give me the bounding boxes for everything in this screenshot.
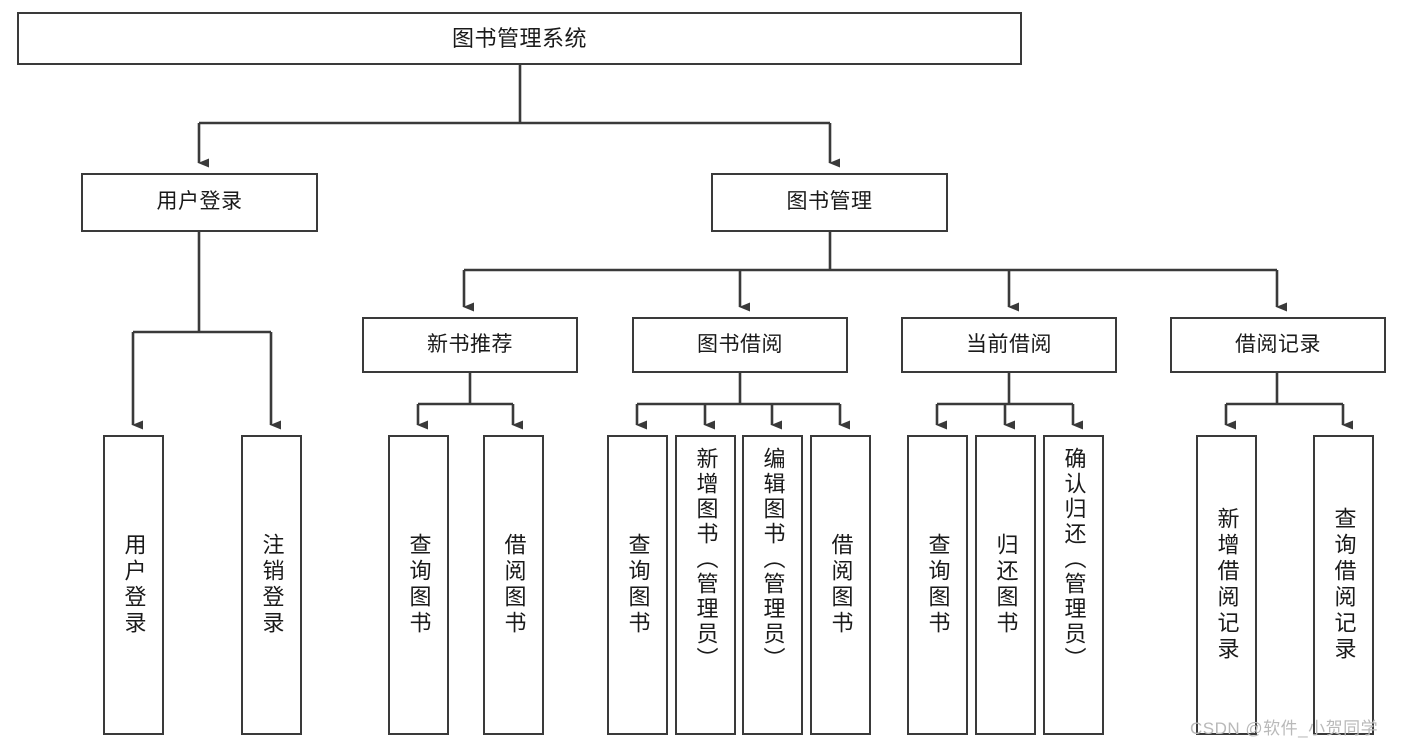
node-borrow-record[interactable]: 借阅记录 — [1170, 317, 1386, 373]
leaf-borrow-book-2-label: 借阅图书 — [828, 533, 854, 637]
node-new-book-recommend[interactable]: 新书推荐 — [362, 317, 578, 373]
leaf-logout-login-label: 注销登录 — [259, 533, 285, 637]
leaf-add-record[interactable]: 新增借阅记录 — [1196, 435, 1257, 735]
leaf-return-book[interactable]: 归还图书 — [975, 435, 1036, 735]
leaf-user-login[interactable]: 用户登录 — [103, 435, 164, 735]
leaf-confirm-return[interactable]: 确认归还（管理员） — [1043, 435, 1104, 735]
node-new-book-recommend-label: 新书推荐 — [427, 332, 513, 356]
leaf-query-record-label: 查询借阅记录 — [1331, 507, 1357, 663]
leaf-confirm-return-label: 确认归还（管理员） — [1061, 447, 1087, 672]
node-book-manage[interactable]: 图书管理 — [711, 173, 948, 232]
leaf-query-book-2[interactable]: 查询图书 — [607, 435, 668, 735]
node-current-borrow[interactable]: 当前借阅 — [901, 317, 1117, 373]
leaf-query-book-2-label: 查询图书 — [625, 533, 651, 637]
leaf-borrow-book-2[interactable]: 借阅图书 — [810, 435, 871, 735]
leaf-user-login-label: 用户登录 — [121, 533, 147, 637]
leaf-query-book-3[interactable]: 查询图书 — [907, 435, 968, 735]
watermark-text: CSDN @软件_小贺同学 — [1190, 719, 1379, 738]
leaf-query-record[interactable]: 查询借阅记录 — [1313, 435, 1374, 735]
node-current-borrow-label: 当前借阅 — [966, 332, 1052, 356]
leaf-borrow-book-1[interactable]: 借阅图书 — [483, 435, 544, 735]
node-borrow-record-label: 借阅记录 — [1235, 332, 1321, 356]
node-book-borrow[interactable]: 图书借阅 — [632, 317, 848, 373]
leaf-borrow-book-1-label: 借阅图书 — [501, 533, 527, 637]
node-user-login[interactable]: 用户登录 — [81, 173, 318, 232]
leaf-edit-book-label: 编辑图书（管理员） — [760, 447, 786, 672]
leaf-add-book[interactable]: 新增图书（管理员） — [675, 435, 736, 735]
node-user-login-label: 用户登录 — [156, 190, 243, 214]
node-root[interactable]: 图书管理系统 — [17, 12, 1022, 65]
leaf-return-book-label: 归还图书 — [993, 533, 1019, 637]
leaf-add-record-label: 新增借阅记录 — [1214, 507, 1240, 663]
leaf-query-book-1[interactable]: 查询图书 — [388, 435, 449, 735]
node-book-borrow-label: 图书借阅 — [697, 332, 783, 356]
leaf-edit-book[interactable]: 编辑图书（管理员） — [742, 435, 803, 735]
node-book-manage-label: 图书管理 — [786, 190, 873, 214]
leaf-add-book-label: 新增图书（管理员） — [693, 447, 719, 672]
leaf-logout-login[interactable]: 注销登录 — [241, 435, 302, 735]
leaf-query-book-3-label: 查询图书 — [925, 533, 951, 637]
node-root-label: 图书管理系统 — [451, 25, 587, 51]
leaf-query-book-1-label: 查询图书 — [406, 533, 432, 637]
